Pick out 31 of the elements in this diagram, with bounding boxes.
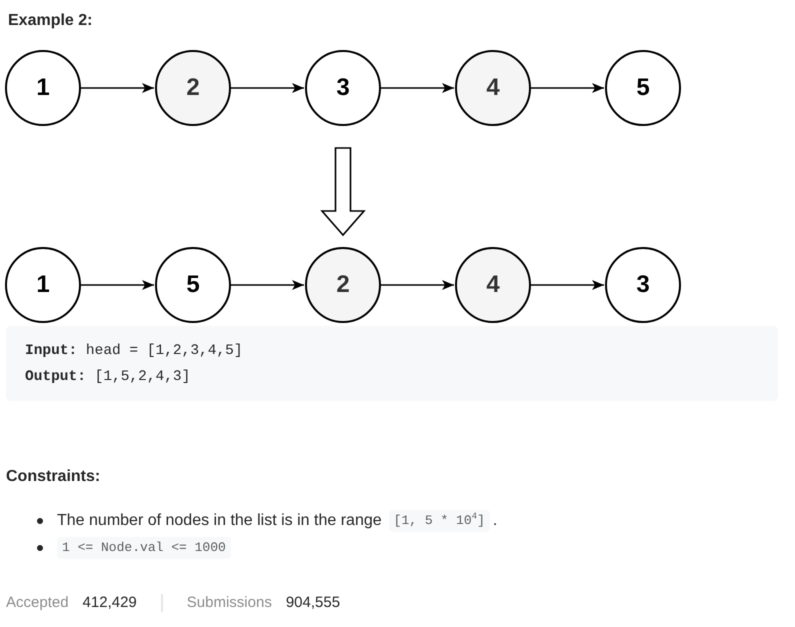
arrow <box>381 83 454 93</box>
punctuation: . <box>492 510 498 530</box>
stat-label: Accepted <box>6 594 69 612</box>
node-value: 4 <box>486 271 500 299</box>
arrow <box>381 280 454 290</box>
stat-label: Submissions <box>186 594 272 612</box>
node-value: 1 <box>36 271 50 299</box>
node-value: 2 <box>336 271 350 299</box>
node-value: 5 <box>186 271 200 299</box>
block-arrow <box>320 147 366 236</box>
node-value: 1 <box>36 74 50 102</box>
node-value: 3 <box>336 74 350 102</box>
inline-code: 1 <= Node.val <= 1000 <box>57 536 231 558</box>
node-value: 5 <box>636 74 650 102</box>
stat-value: 412,429 <box>82 594 137 612</box>
arrow <box>531 83 604 93</box>
inline-code: [1, 5 * 10$^{4}$] <box>388 510 490 532</box>
bullet-text: The number of nodes in the list is in the range <box>57 510 382 530</box>
section-heading: Constraints: <box>6 467 100 487</box>
stat-value: 904,555 <box>286 594 340 612</box>
node-value: 3 <box>636 271 650 299</box>
arrow <box>231 83 304 93</box>
code-line: Input: head = [1,2,3,4,5] <box>25 342 243 360</box>
node-value: 4 <box>486 74 500 102</box>
node-value: 2 <box>186 74 200 102</box>
arrow <box>81 280 154 290</box>
code-line: Output: [1,5,2,4,3] <box>25 368 190 386</box>
heading: Example 2: <box>8 11 92 31</box>
arrow <box>531 280 604 290</box>
arrow <box>81 83 154 93</box>
arrow <box>231 280 304 290</box>
